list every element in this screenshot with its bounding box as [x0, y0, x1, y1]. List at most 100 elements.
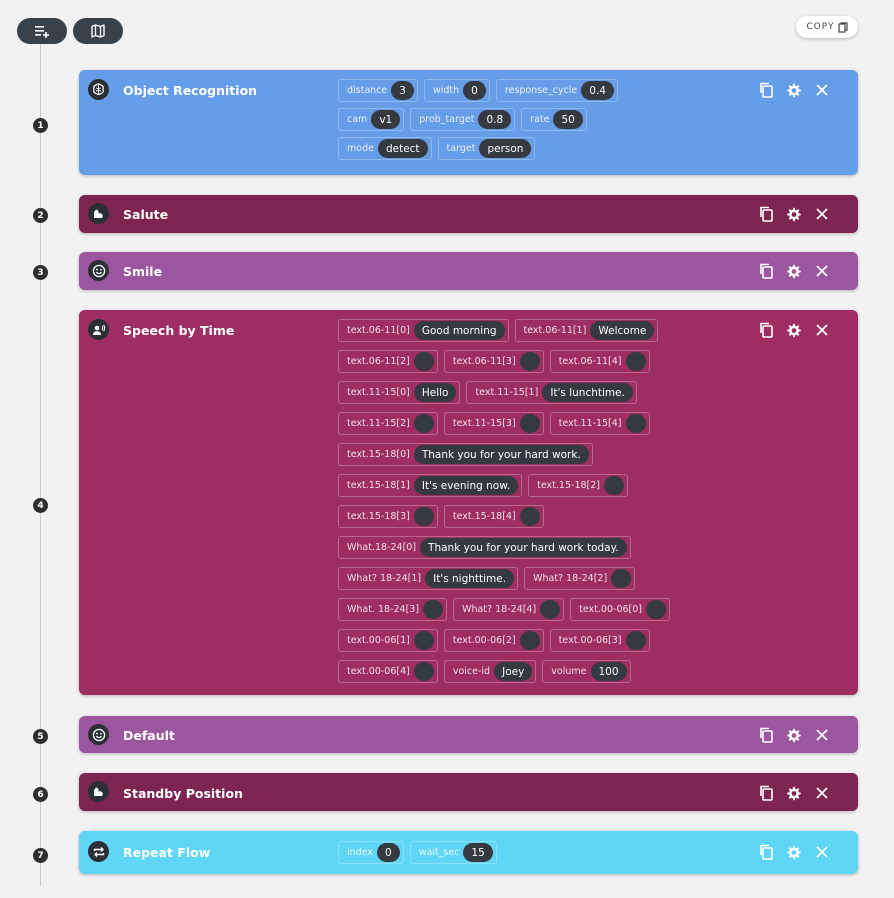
param-value[interactable]: [519, 507, 540, 526]
param-value[interactable]: Thank you for your hard work today.: [420, 538, 627, 557]
param-field[interactable]: text.00-06[0]: [570, 598, 670, 621]
param-field[interactable]: text.11-15[3]: [443, 412, 544, 435]
param-field[interactable]: What? 18-24[1]It's nighttime.: [338, 567, 519, 590]
param-value[interactable]: [519, 631, 540, 650]
param-field[interactable]: text.06-11[0]Good morning: [338, 319, 509, 342]
param-value[interactable]: It's lunchtime.: [542, 383, 633, 402]
param-value[interactable]: 0: [377, 843, 400, 862]
remove-button[interactable]: [813, 726, 831, 744]
param-value[interactable]: Hello: [413, 383, 457, 402]
remove-button[interactable]: [813, 784, 831, 802]
param-value[interactable]: 0.4: [581, 81, 614, 100]
param-value[interactable]: [625, 352, 646, 371]
remove-button[interactable]: [813, 262, 831, 280]
param-field[interactable]: text.00-06[4]: [338, 660, 438, 683]
param-value[interactable]: detect: [377, 139, 428, 158]
block-speech-by-time[interactable]: Speech by Time text.06-11[0]Good morning…: [79, 310, 858, 695]
duplicate-button[interactable]: [757, 843, 775, 861]
param-value[interactable]: [611, 569, 632, 588]
param-field[interactable]: text.15-18[0]Thank you for your hard wor…: [338, 443, 593, 466]
remove-button[interactable]: [813, 205, 831, 223]
param-value[interactable]: Thank you for your hard work.: [413, 445, 589, 464]
param-field[interactable]: text.06-11[3]: [443, 350, 544, 373]
param-field[interactable]: text.15-18[4]: [443, 505, 544, 528]
block-standby-position[interactable]: Standby Position: [79, 773, 858, 811]
map-button[interactable]: [73, 18, 123, 44]
remove-button[interactable]: [813, 843, 831, 861]
param-field[interactable]: text.00-06[2]: [443, 629, 544, 652]
param-value[interactable]: 100: [590, 662, 627, 681]
duplicate-button[interactable]: [757, 81, 775, 99]
settings-button[interactable]: [785, 843, 803, 861]
param-value[interactable]: 50: [553, 110, 583, 129]
param-field[interactable]: text.00-06[3]: [549, 629, 650, 652]
param-field[interactable]: text.15-18[1]It's evening now.: [338, 474, 523, 497]
param-value[interactable]: [604, 476, 624, 495]
remove-button[interactable]: [813, 321, 831, 339]
param-value[interactable]: [413, 662, 434, 681]
block-salute[interactable]: Salute: [79, 195, 858, 233]
param-field[interactable]: text.06-11[2]: [338, 350, 438, 373]
param-value[interactable]: [625, 631, 646, 650]
param-value[interactable]: 15: [463, 843, 493, 862]
settings-button[interactable]: [785, 726, 803, 744]
settings-button[interactable]: [785, 81, 803, 99]
param-value[interactable]: 3: [391, 81, 414, 100]
param-field[interactable]: What. 18-24[3]: [338, 598, 448, 621]
param-value[interactable]: [413, 352, 434, 371]
copy-button[interactable]: COPY: [796, 16, 858, 38]
param-value[interactable]: [423, 600, 444, 619]
param-field[interactable]: text.11-15[1]It's lunchtime.: [466, 381, 637, 404]
block-smile[interactable]: Smile: [79, 252, 858, 290]
remove-button[interactable]: [813, 81, 831, 99]
duplicate-button[interactable]: [757, 726, 775, 744]
param-field[interactable]: What? 18-24[4]: [453, 598, 565, 621]
duplicate-button[interactable]: [757, 321, 775, 339]
param-value[interactable]: v1: [371, 110, 401, 129]
param-field[interactable]: text.11-15[4]: [549, 412, 650, 435]
duplicate-button[interactable]: [757, 205, 775, 223]
param-field[interactable]: text.11-15[0]Hello: [338, 381, 461, 404]
param-value[interactable]: [540, 600, 561, 619]
settings-button[interactable]: [785, 784, 803, 802]
param-field[interactable]: text.06-11[1]Welcome: [514, 319, 659, 342]
settings-button[interactable]: [785, 321, 803, 339]
settings-button[interactable]: [785, 205, 803, 223]
param-value[interactable]: 0: [463, 81, 486, 100]
param-value[interactable]: person: [479, 139, 532, 158]
param-value[interactable]: Joey: [494, 662, 533, 681]
param-field[interactable]: text.06-11[4]: [549, 350, 650, 373]
param-value[interactable]: [646, 600, 666, 619]
param-value[interactable]: 0.8: [478, 110, 512, 129]
param-field[interactable]: What.18-24[0]Thank you for your hard wor…: [338, 536, 631, 559]
param-value[interactable]: It's evening now.: [413, 476, 519, 495]
param-value[interactable]: [519, 414, 540, 433]
block-default[interactable]: Default: [79, 716, 858, 753]
param-field[interactable]: text.15-18[3]: [338, 505, 438, 528]
param-value[interactable]: [625, 414, 646, 433]
param-value[interactable]: [413, 507, 434, 526]
param-value[interactable]: It's nighttime.: [425, 569, 515, 588]
duplicate-button[interactable]: [757, 262, 775, 280]
param-value[interactable]: Welcome: [590, 321, 655, 340]
param-field[interactable]: text.00-06[1]: [338, 629, 438, 652]
param-value[interactable]: Good morning: [413, 321, 505, 340]
param-value[interactable]: [413, 631, 434, 650]
add-list-button[interactable]: [17, 18, 67, 44]
param-value[interactable]: [413, 414, 434, 433]
duplicate-button[interactable]: [757, 784, 775, 802]
param-field[interactable]: What? 18-24[2]: [524, 567, 636, 590]
